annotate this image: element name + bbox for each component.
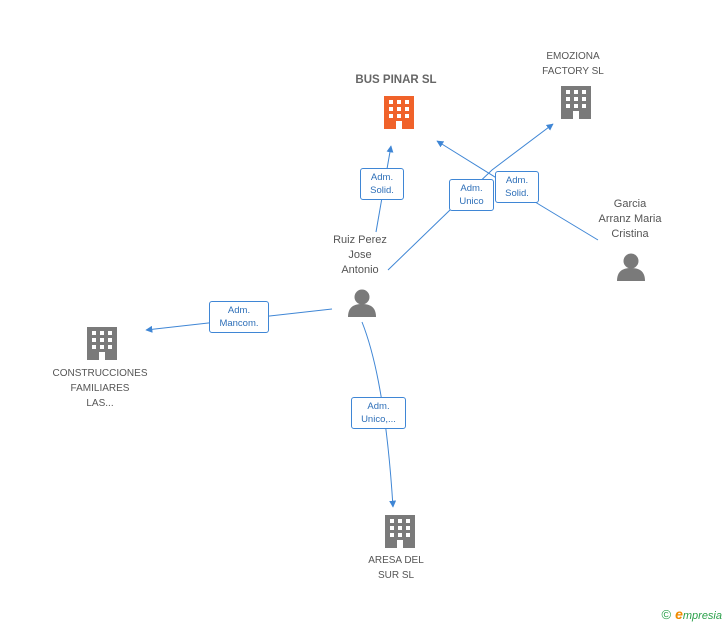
- building-icon[interactable]: [384, 96, 414, 129]
- node-label-garcia[interactable]: Garcia Arranz Maria Cristina: [598, 198, 662, 240]
- relation-label-ruiz-construcciones[interactable]: Adm. Mancom.: [209, 301, 269, 333]
- node-label-aresa[interactable]: ARESA DEL SUR SL: [368, 555, 424, 581]
- relation-label-garcia-bus-pinar[interactable]: Adm. Solid.: [495, 171, 539, 203]
- person-icon[interactable]: [617, 253, 645, 282]
- brand-initial: e: [675, 606, 683, 622]
- relation-label-ruiz-aresa[interactable]: Adm. Unico,...: [351, 397, 406, 429]
- person-icon[interactable]: [348, 289, 376, 318]
- footer-brand: © empresia: [661, 606, 722, 622]
- node-label-ruiz[interactable]: Ruiz Perez Jose Antonio: [333, 234, 387, 276]
- building-icon[interactable]: [87, 327, 117, 360]
- node-label-emoziona[interactable]: EMOZIONA FACTORY SL: [542, 51, 604, 77]
- building-icon[interactable]: [385, 515, 415, 548]
- node-label-bus-pinar[interactable]: BUS PINAR SL: [355, 74, 437, 86]
- edge-garcia-bus-pinar: [436, 140, 599, 241]
- node-label-construcciones[interactable]: CONSTRUCCIONES FAMILIARES LAS...: [52, 368, 148, 409]
- relation-label-ruiz-bus-pinar[interactable]: Adm. Solid.: [360, 168, 404, 200]
- relation-label-ruiz-emoziona[interactable]: Adm. Unico: [449, 179, 494, 211]
- building-icon[interactable]: [561, 86, 591, 119]
- brand-name: mpresia: [682, 610, 722, 622]
- copyright-icon: ©: [661, 606, 672, 622]
- brand-logo[interactable]: empresia: [675, 606, 722, 622]
